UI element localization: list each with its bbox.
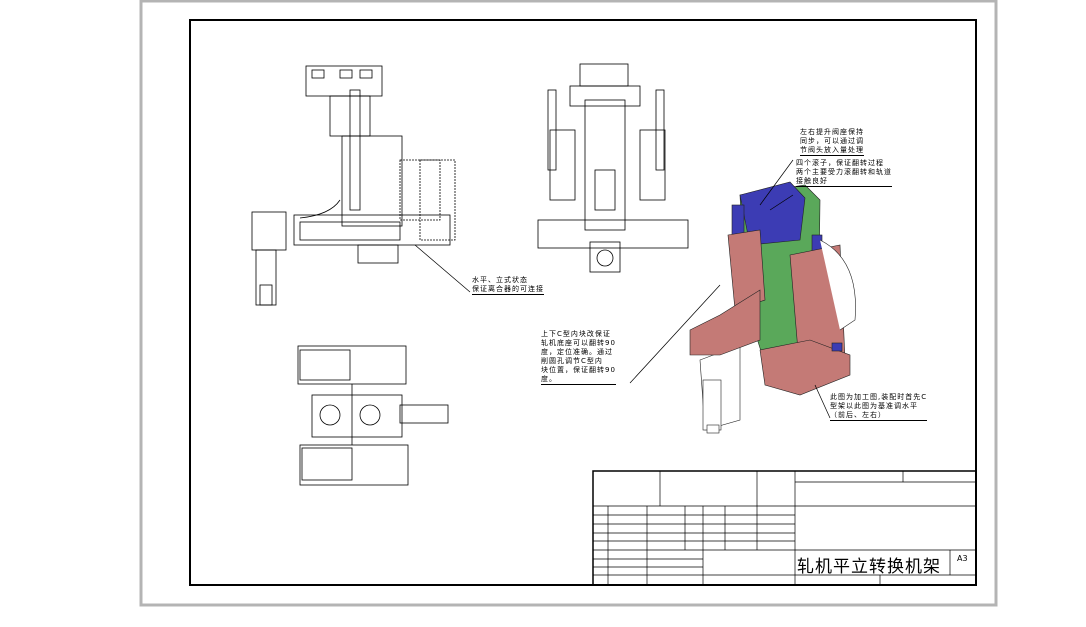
note-rollers: 四个滚子，保证翻转过程 两个主要受力滚翻转和轨道 接触良好: [796, 159, 892, 187]
note-c-block: 上下C型内块改保证 轧机底座可以翻转90 度，定位准确。通过 削圆孔调节C型内 …: [541, 330, 616, 385]
title-block: [592, 470, 977, 586]
sheet-border: [139, 0, 998, 607]
sheet-size: A3: [957, 554, 968, 563]
note-lift-sync: 左右提升阀座保持 同步，可以通过调 节阀头放入量处理: [800, 128, 864, 156]
front-view: [537, 63, 689, 273]
side-view: [251, 65, 456, 306]
note-machining: 此图为加工图,装配时首先C 型架以此图为基准调水平 （前后、左右）: [830, 393, 928, 421]
note-clutch: 水平、立式状态 保证离合器的可连接: [472, 276, 544, 295]
leader-lines: [414, 159, 831, 419]
drawing-frame: [189, 19, 977, 586]
drawing-title: 轧机平立转换机架: [797, 557, 941, 577]
top-view: [297, 345, 449, 486]
